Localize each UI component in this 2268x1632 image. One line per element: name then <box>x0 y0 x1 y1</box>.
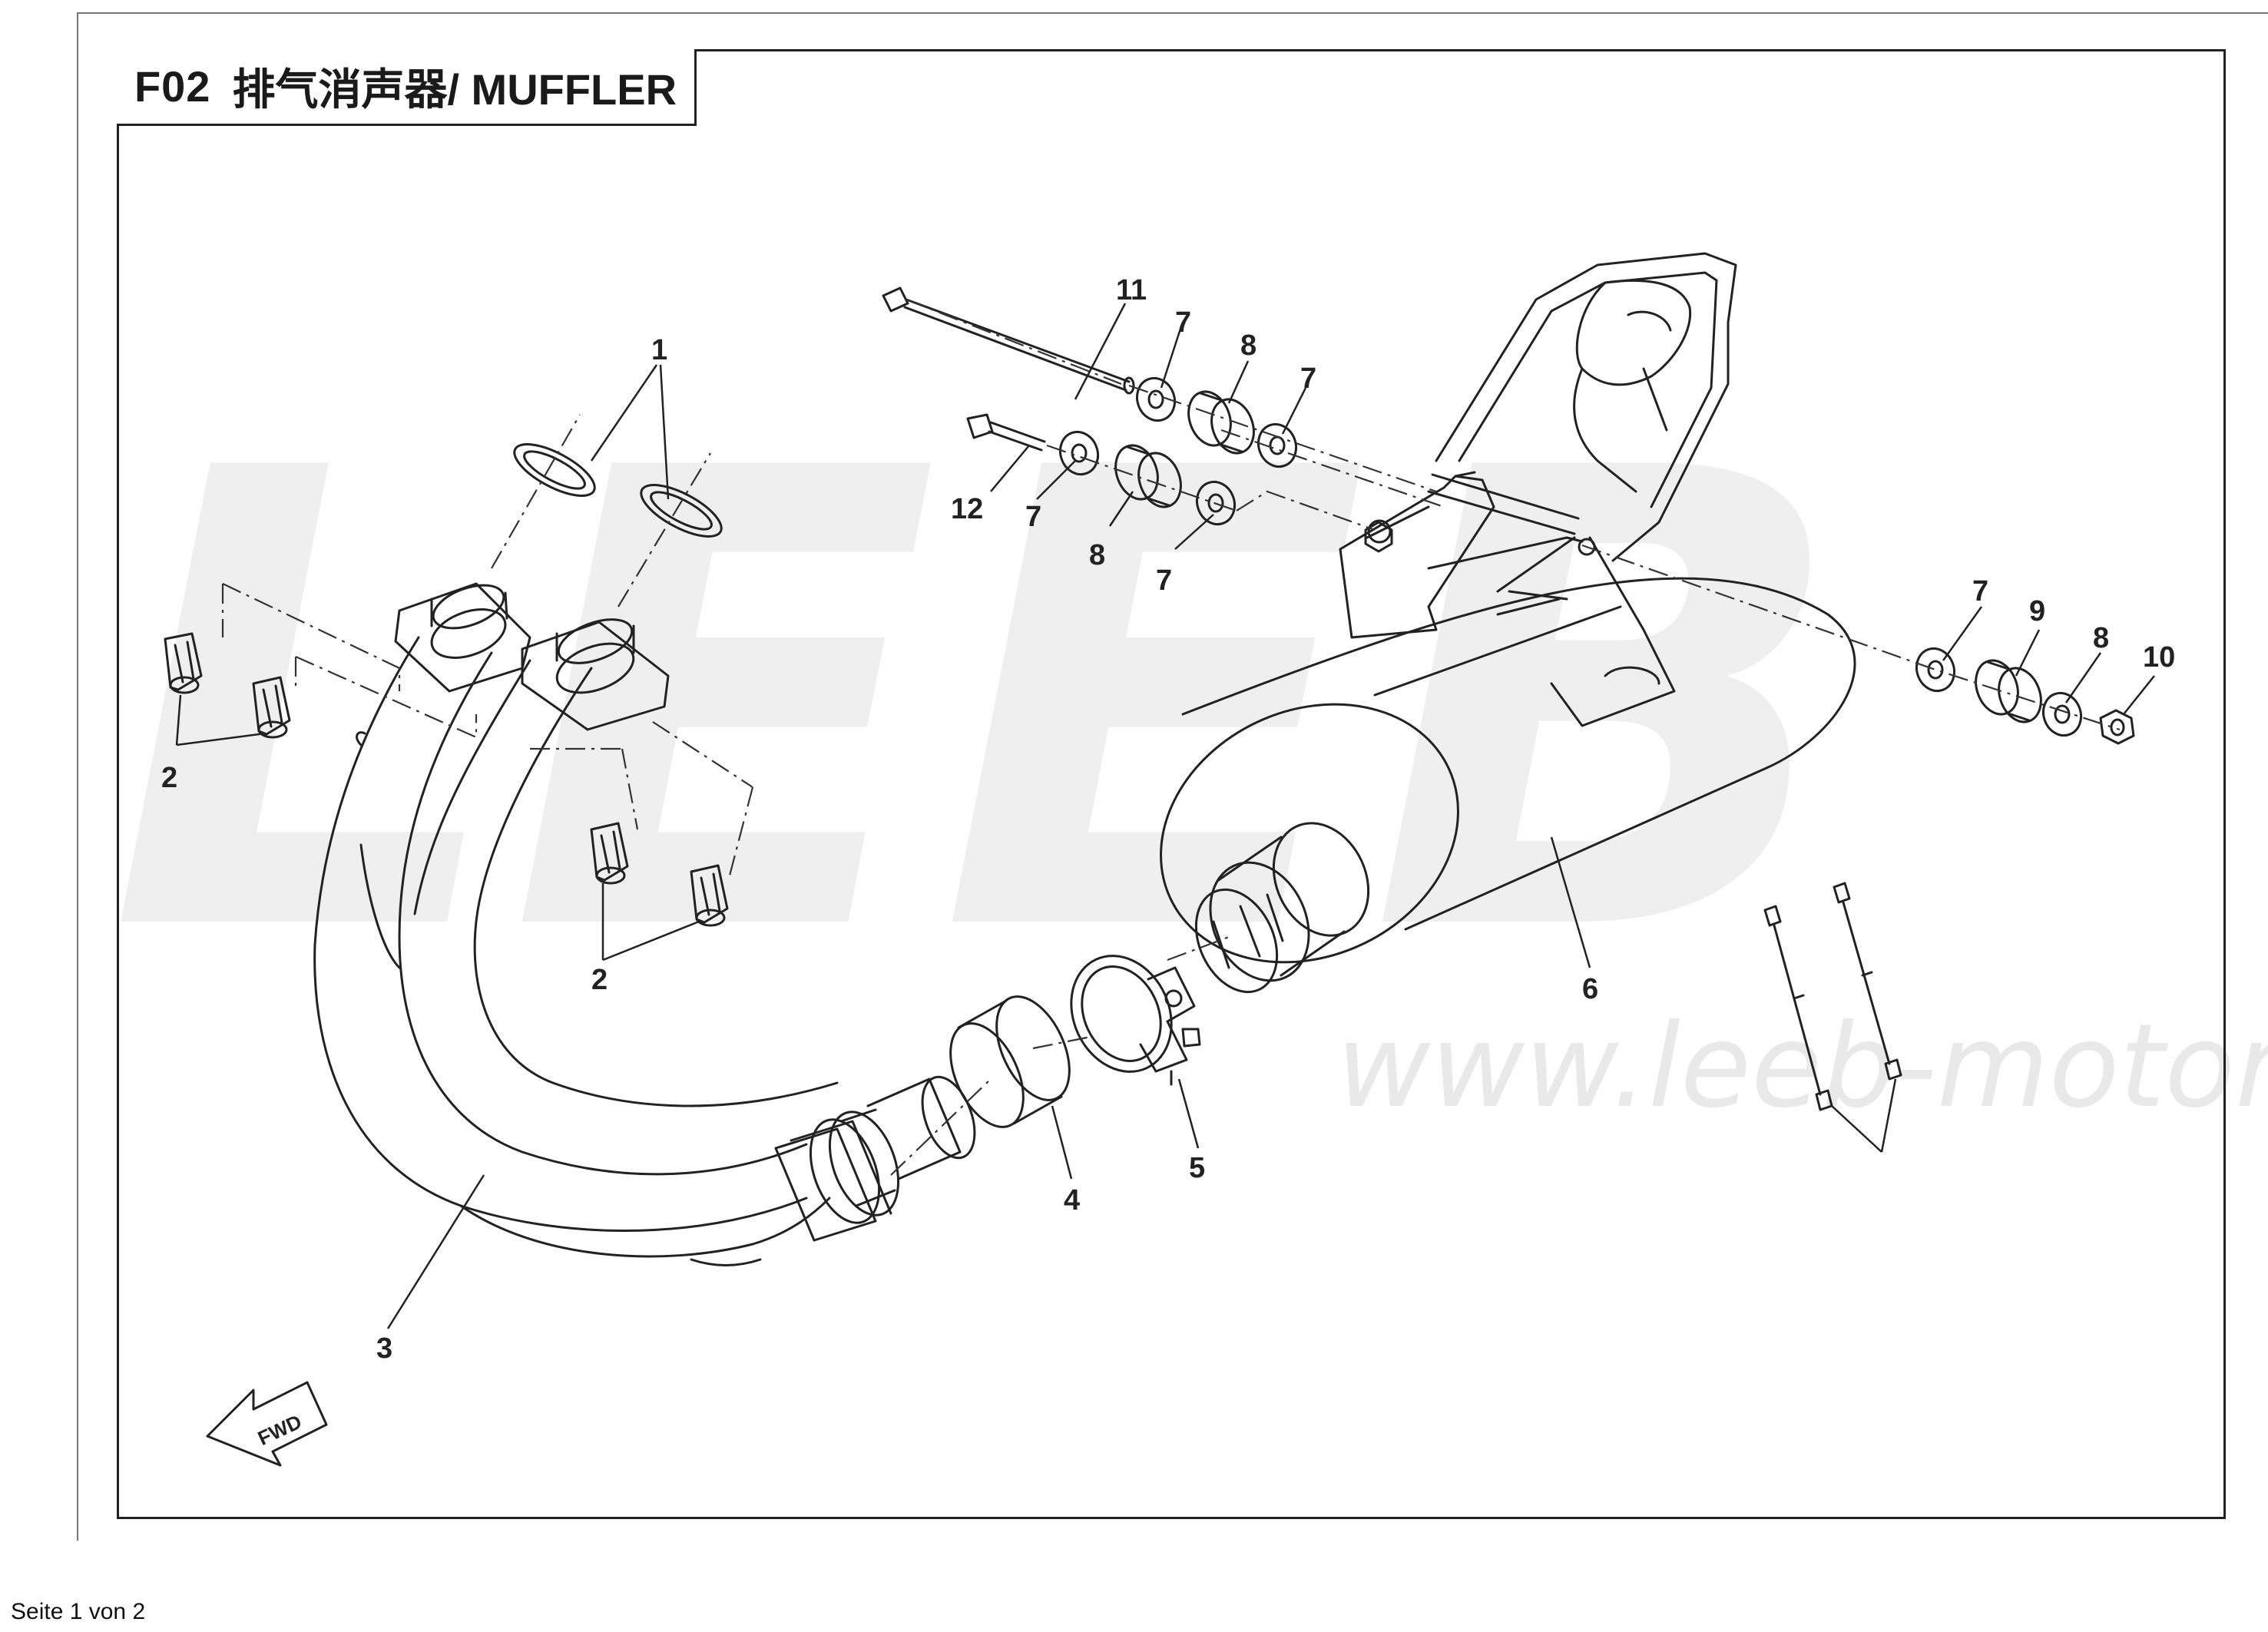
sensor-12-b <box>1833 882 1902 1081</box>
dash-nut-a <box>222 583 401 691</box>
callout-3: 3 <box>376 1332 392 1365</box>
header-flange-right <box>521 618 670 731</box>
washer-7-e <box>1915 647 1956 693</box>
nut-2-d <box>690 864 729 927</box>
callout-10: 11 <box>1116 274 1147 306</box>
callout-1: 1 <box>651 334 667 366</box>
callout-7-c: 7 <box>1025 501 1041 533</box>
diagram-frame <box>117 49 2226 1519</box>
gasket-ring-4 <box>949 995 1071 1128</box>
callout-11: 12 <box>951 493 983 525</box>
nut-small <box>1364 521 1393 553</box>
diagram-title: 排气消声器/ MUFFLER <box>232 65 677 114</box>
diagram-code: F02 <box>134 62 211 111</box>
washer-7-c <box>1058 430 1100 476</box>
grommet-8-c <box>1975 659 2042 723</box>
sensor-12-a <box>1763 905 1833 1111</box>
callout-7-d: 7 <box>1156 564 1172 597</box>
page-indicator: Seite 1 von 2 <box>11 1599 146 1624</box>
diagram-title-box: F02 排气消声器/ MUFFLER <box>117 49 697 126</box>
callout-8-b: 8 <box>1089 539 1105 571</box>
nut-2-b <box>252 676 291 739</box>
washer-7-a <box>1135 376 1177 422</box>
callout-9: 10 <box>2143 641 2175 674</box>
callout-8-a: 8 <box>1240 329 1257 362</box>
washer-7-f <box>2041 691 2083 737</box>
callout-8-c: 9 <box>2029 595 2045 627</box>
bolt-11 <box>966 413 1046 452</box>
grommet-8-b <box>1114 444 1182 508</box>
page-border-left <box>77 12 78 1541</box>
nut-2-c <box>590 822 629 885</box>
exhaust-header-pipe <box>313 636 976 1266</box>
washer-7-d <box>1195 480 1237 526</box>
callout-7-f: 8 <box>2093 622 2109 654</box>
nut-2-a <box>164 632 203 694</box>
nut-9 <box>2099 709 2135 745</box>
clamp-5 <box>1070 955 1201 1086</box>
callout-6: 6 <box>1582 973 1598 1005</box>
callout-2-right: 2 <box>591 964 608 996</box>
callout-7-e: 7 <box>1972 575 1988 607</box>
callout-4: 4 <box>1064 1184 1080 1217</box>
gasket-1-left <box>513 443 596 497</box>
watermark-url: www.leeb-motor.com <box>1336 1000 2268 1134</box>
callout-2-left: 2 <box>161 762 177 794</box>
page-border-top <box>77 12 2268 14</box>
fwd-arrow <box>206 1381 328 1467</box>
callout-5: 5 <box>1189 1152 1205 1184</box>
callout-7-b: 7 <box>1300 362 1316 395</box>
gasket-1-right <box>640 484 723 538</box>
muffler-6 <box>1160 252 1856 994</box>
callout-7-a: 7 <box>1175 306 1191 339</box>
watermark-logo: LEEB <box>108 338 1849 1071</box>
grommet-8-a <box>1187 390 1255 455</box>
